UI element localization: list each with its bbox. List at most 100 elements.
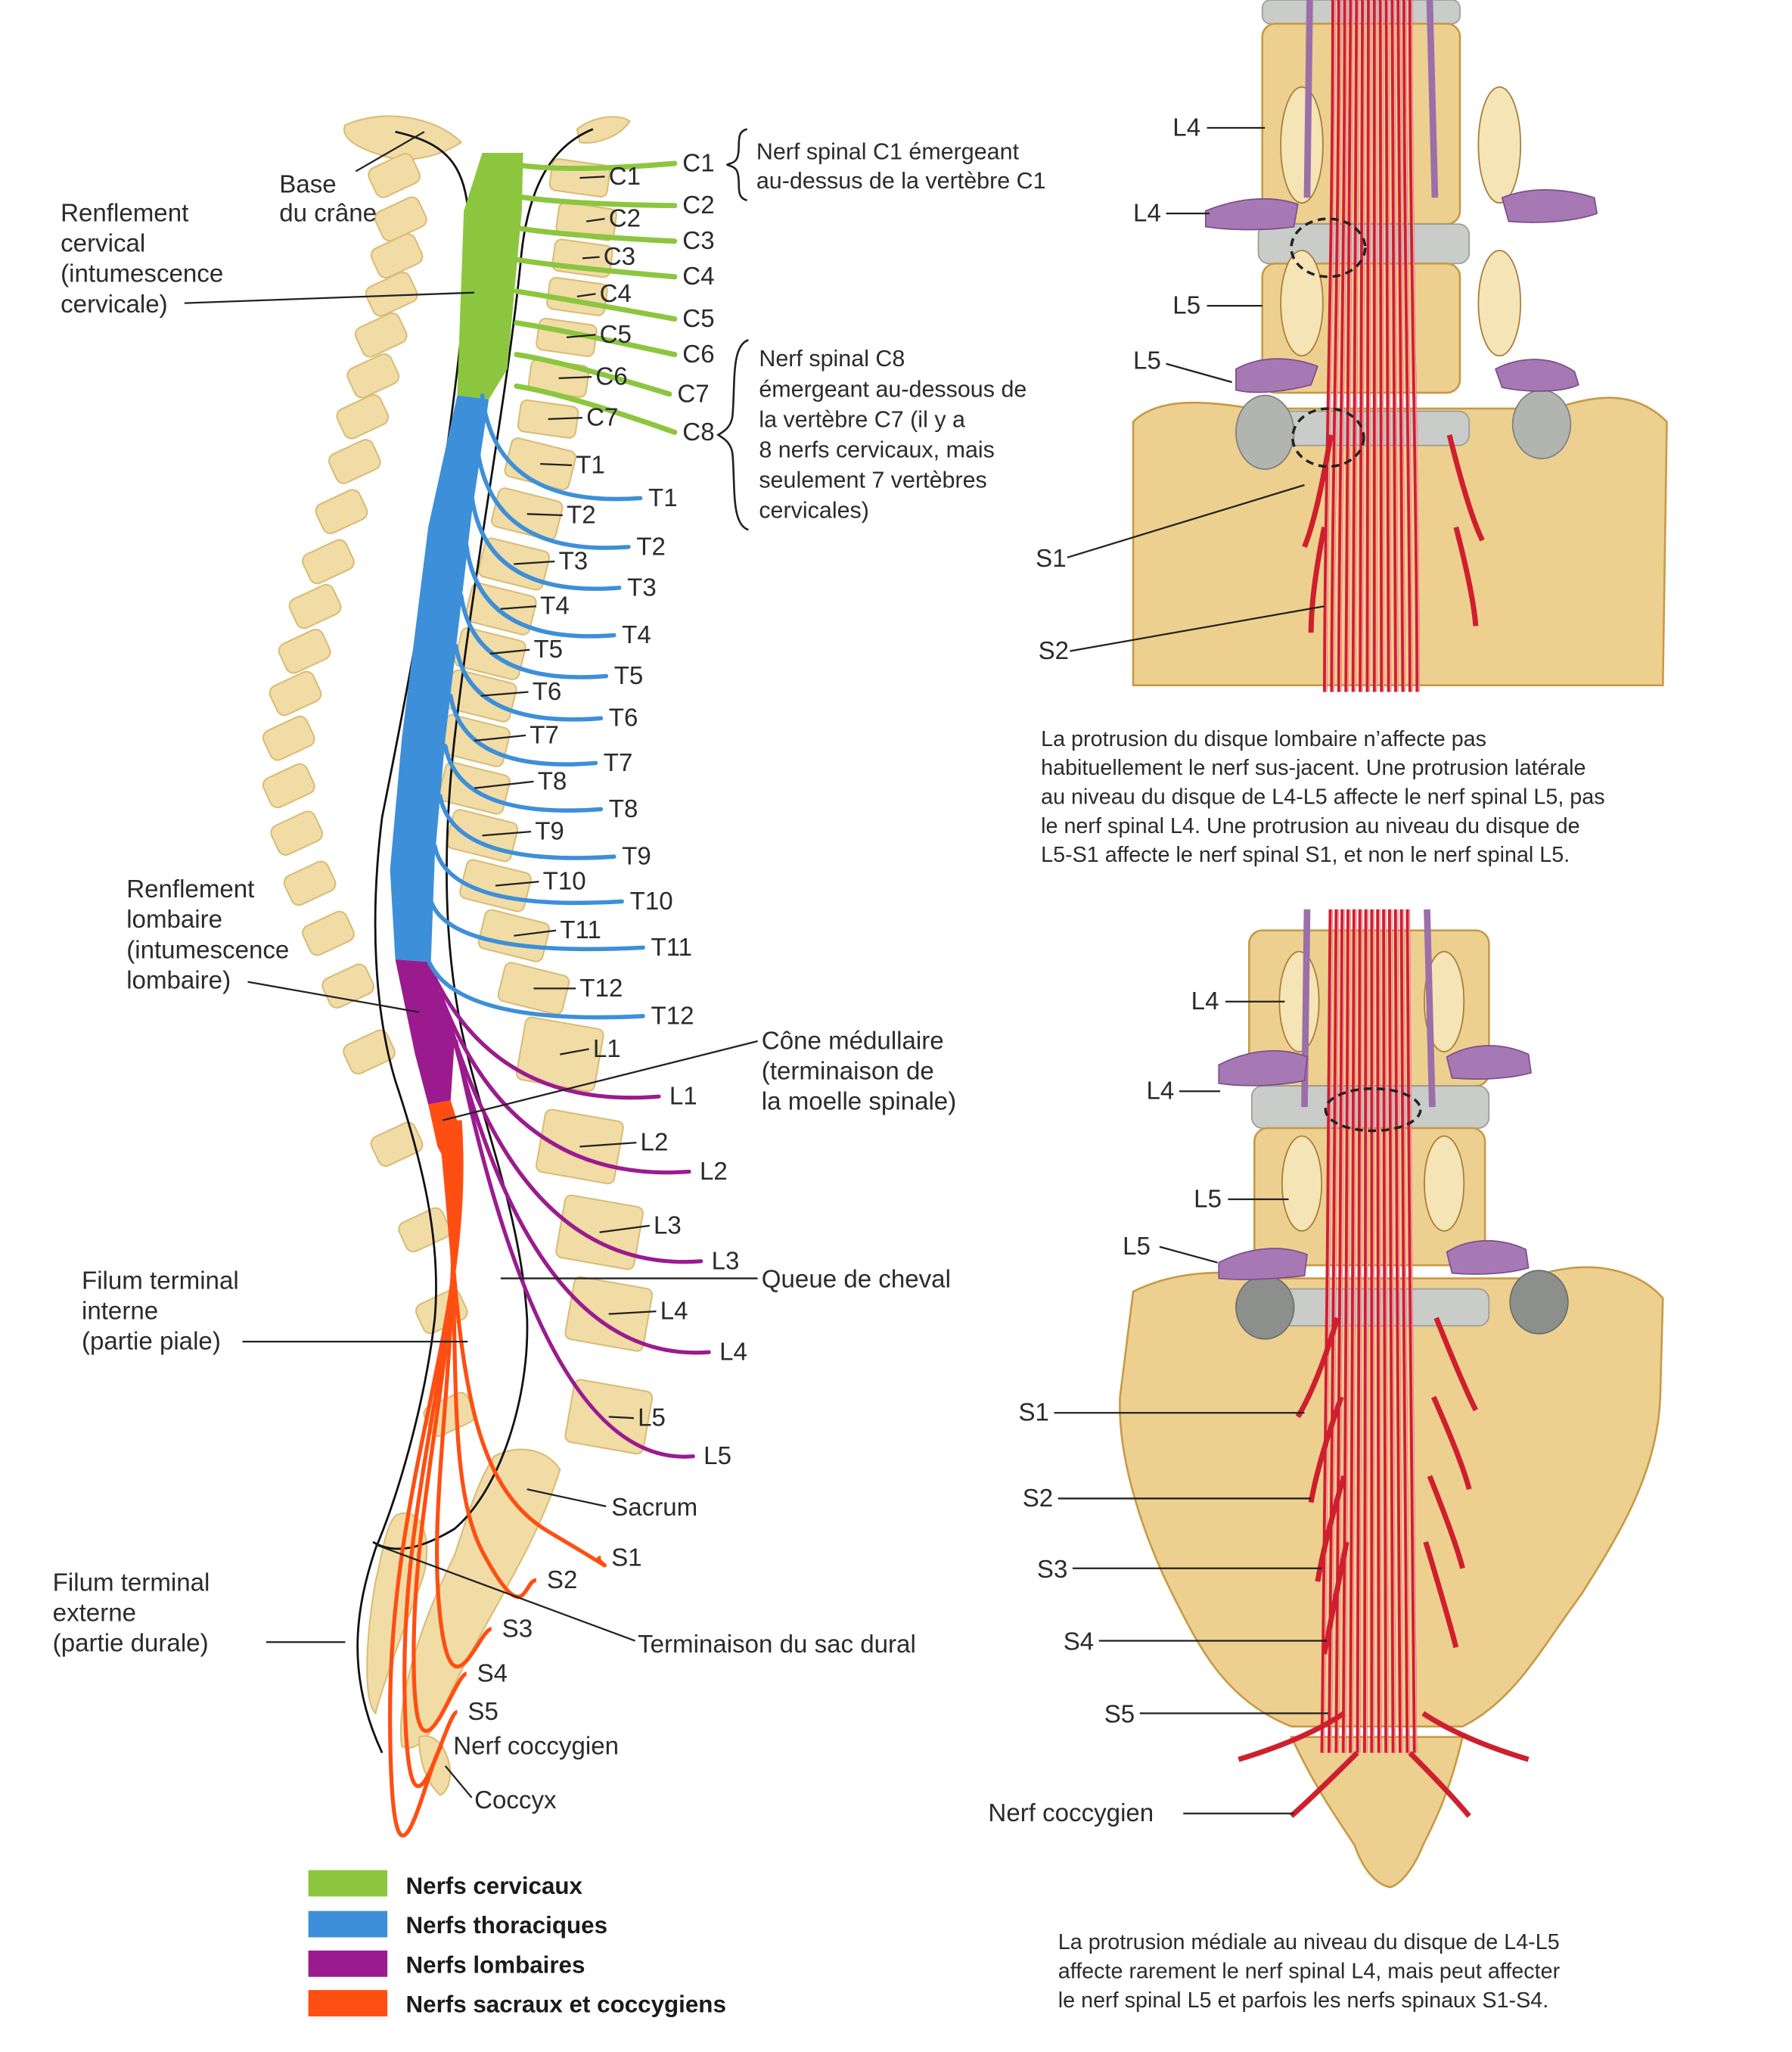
nerve-t6 bbox=[453, 643, 604, 722]
root-l5-right-top bbox=[1494, 359, 1579, 392]
nerve-l5 bbox=[454, 1039, 695, 1459]
nerve-t12 bbox=[422, 944, 645, 1020]
leader-cervical-enl bbox=[184, 291, 475, 304]
nerve-label-c5: C5 bbox=[682, 305, 714, 333]
nerve-label-s2: S2 bbox=[547, 1566, 577, 1594]
nerve-c4 bbox=[514, 256, 678, 280]
cauda-fiber-highlight bbox=[1381, 0, 1384, 692]
cauda-fiber-highlight bbox=[1368, 0, 1371, 692]
vertebral-body bbox=[446, 809, 519, 863]
spinal-nerves bbox=[387, 160, 711, 1838]
top-caption-line4: le nerf spinal L4. Une protrusion au niv… bbox=[1041, 814, 1579, 838]
vertebra-label-t2: T2 bbox=[567, 501, 596, 529]
nerve-label-c2: C2 bbox=[682, 191, 714, 219]
vertebra-label-t10: T10 bbox=[543, 868, 586, 896]
top-label-l4-nerve: L4 bbox=[1133, 200, 1161, 228]
label-coccygeal-nerve: Nerf coccygien bbox=[453, 1732, 619, 1760]
vertebra-label-l3: L3 bbox=[654, 1211, 682, 1239]
bottom-caption-line1: La protrusion médiale au niveau du disqu… bbox=[1058, 1930, 1560, 1954]
vertebra-label-l2: L2 bbox=[641, 1129, 669, 1157]
cauda-fiber bbox=[1359, 0, 1365, 692]
nerve-coccygeal bbox=[387, 1120, 464, 1838]
vertebra-leader bbox=[608, 1310, 657, 1315]
cauda-fiber bbox=[1365, 0, 1371, 692]
sacral-root bbox=[1408, 1751, 1471, 1818]
label-lumbar-enl-4: lombaire) bbox=[126, 966, 231, 994]
cauda-fiber bbox=[1390, 0, 1399, 692]
vertebra-label-t1: T1 bbox=[576, 451, 605, 479]
spinous-process bbox=[370, 233, 424, 279]
nerve-label-t1: T1 bbox=[648, 484, 678, 512]
lumbar-root bbox=[1426, 0, 1439, 198]
cauda-fiber bbox=[1396, 0, 1406, 692]
nerve-c8 bbox=[514, 383, 678, 435]
vertebra-label-t9: T9 bbox=[535, 818, 564, 846]
cauda-fiber-highlight bbox=[1354, 0, 1359, 692]
label-filum-ext-3: (partie durale) bbox=[53, 1629, 209, 1657]
nerve-label-l1: L1 bbox=[669, 1083, 697, 1111]
label-lumbar-enl-3: (intumescence bbox=[126, 936, 289, 964]
vertebra-label-l4: L4 bbox=[660, 1298, 688, 1326]
label-cervical-enl-4: cervicale) bbox=[61, 291, 168, 319]
legend-label-thoracic: Nerfs thoraciques bbox=[406, 1912, 608, 1939]
label-filum-int-1: Filum terminal bbox=[82, 1267, 239, 1295]
sacral-root bbox=[1431, 1395, 1472, 1491]
cauda-fiber bbox=[1337, 0, 1348, 692]
cauda-fiber-highlight bbox=[1405, 0, 1413, 692]
nerve-label-s3: S3 bbox=[502, 1615, 533, 1643]
nerve-label-t11: T11 bbox=[651, 934, 693, 962]
nerve-t8 bbox=[443, 744, 604, 813]
vertebra-leader bbox=[560, 1048, 589, 1056]
root-l4-left-bottom bbox=[1218, 1049, 1308, 1087]
leader-bottom-l5-nerve bbox=[1159, 1245, 1218, 1264]
cauda-fiber-highlight bbox=[1344, 909, 1351, 1753]
legend-swatch-sacral bbox=[308, 1990, 388, 2016]
vertebra-leader bbox=[579, 176, 605, 179]
nerve-label-l2: L2 bbox=[700, 1158, 728, 1186]
top-caption-line3: au niveau du disque de L4-L5 affecte le … bbox=[1041, 785, 1605, 810]
note-c8-line2: émergeant au-dessous de bbox=[759, 376, 1026, 402]
note-c1-line2: au-dessus de la vertèbre C1 bbox=[756, 168, 1046, 194]
bottom-label-s3: S3 bbox=[1037, 1556, 1067, 1584]
nerve-label-c4: C4 bbox=[682, 263, 714, 291]
leader-top-l5-nerve bbox=[1166, 362, 1232, 384]
bottom-label-l5-vertebra: L5 bbox=[1194, 1185, 1222, 1213]
nerve-label-l4: L4 bbox=[719, 1338, 747, 1366]
nerve-t9 bbox=[438, 794, 616, 860]
label-cervical-enl-3: (intumescence bbox=[61, 260, 223, 288]
vertebra-leader bbox=[489, 648, 530, 655]
cauda-fiber bbox=[1402, 0, 1413, 692]
dura-right-outline bbox=[372, 128, 594, 1550]
cauda-fiber bbox=[1327, 909, 1339, 1753]
cauda-fiber bbox=[1349, 909, 1357, 1753]
root-l4-right-top bbox=[1501, 188, 1598, 223]
label-conus-3: la moelle spinale) bbox=[762, 1088, 956, 1116]
label-filum-ext-1: Filum terminal bbox=[53, 1569, 210, 1597]
nerve-c1 bbox=[514, 160, 678, 172]
bottom-label-coccygeal: Nerf coccygien bbox=[988, 1799, 1154, 1827]
cauda-equina-bottom bbox=[1238, 909, 1530, 1818]
vertebra-leader bbox=[495, 881, 539, 887]
cauda-fiber-highlight bbox=[1352, 909, 1357, 1753]
nerve-label-c1: C1 bbox=[682, 149, 714, 177]
cauda-fiber-highlight bbox=[1361, 0, 1365, 692]
nerve-t2 bbox=[474, 443, 631, 550]
nerve-label-t9: T9 bbox=[622, 843, 651, 871]
bottom-label-l5-nerve: L5 bbox=[1123, 1233, 1151, 1261]
protrusion-l4-l5-lateral bbox=[1290, 217, 1367, 278]
nerve-label-c7: C7 bbox=[677, 380, 709, 408]
nerve-t7 bbox=[448, 693, 598, 766]
vertebra-label-t4: T4 bbox=[540, 592, 570, 620]
nerve-label-t12: T12 bbox=[651, 1002, 694, 1030]
vertebra-leader bbox=[474, 734, 526, 742]
vertebra-leader bbox=[585, 218, 605, 222]
label-base-skull-1: Base bbox=[279, 170, 336, 198]
sacral-root bbox=[1308, 527, 1328, 633]
spinous-process bbox=[283, 860, 337, 906]
lumbar-root bbox=[1424, 909, 1436, 1108]
nerve-l1 bbox=[433, 975, 661, 1100]
nerve-c6 bbox=[514, 320, 678, 358]
sacral-root bbox=[1289, 1751, 1359, 1818]
nerve-t1 bbox=[480, 393, 643, 502]
nerve-label-t7: T7 bbox=[604, 749, 633, 777]
